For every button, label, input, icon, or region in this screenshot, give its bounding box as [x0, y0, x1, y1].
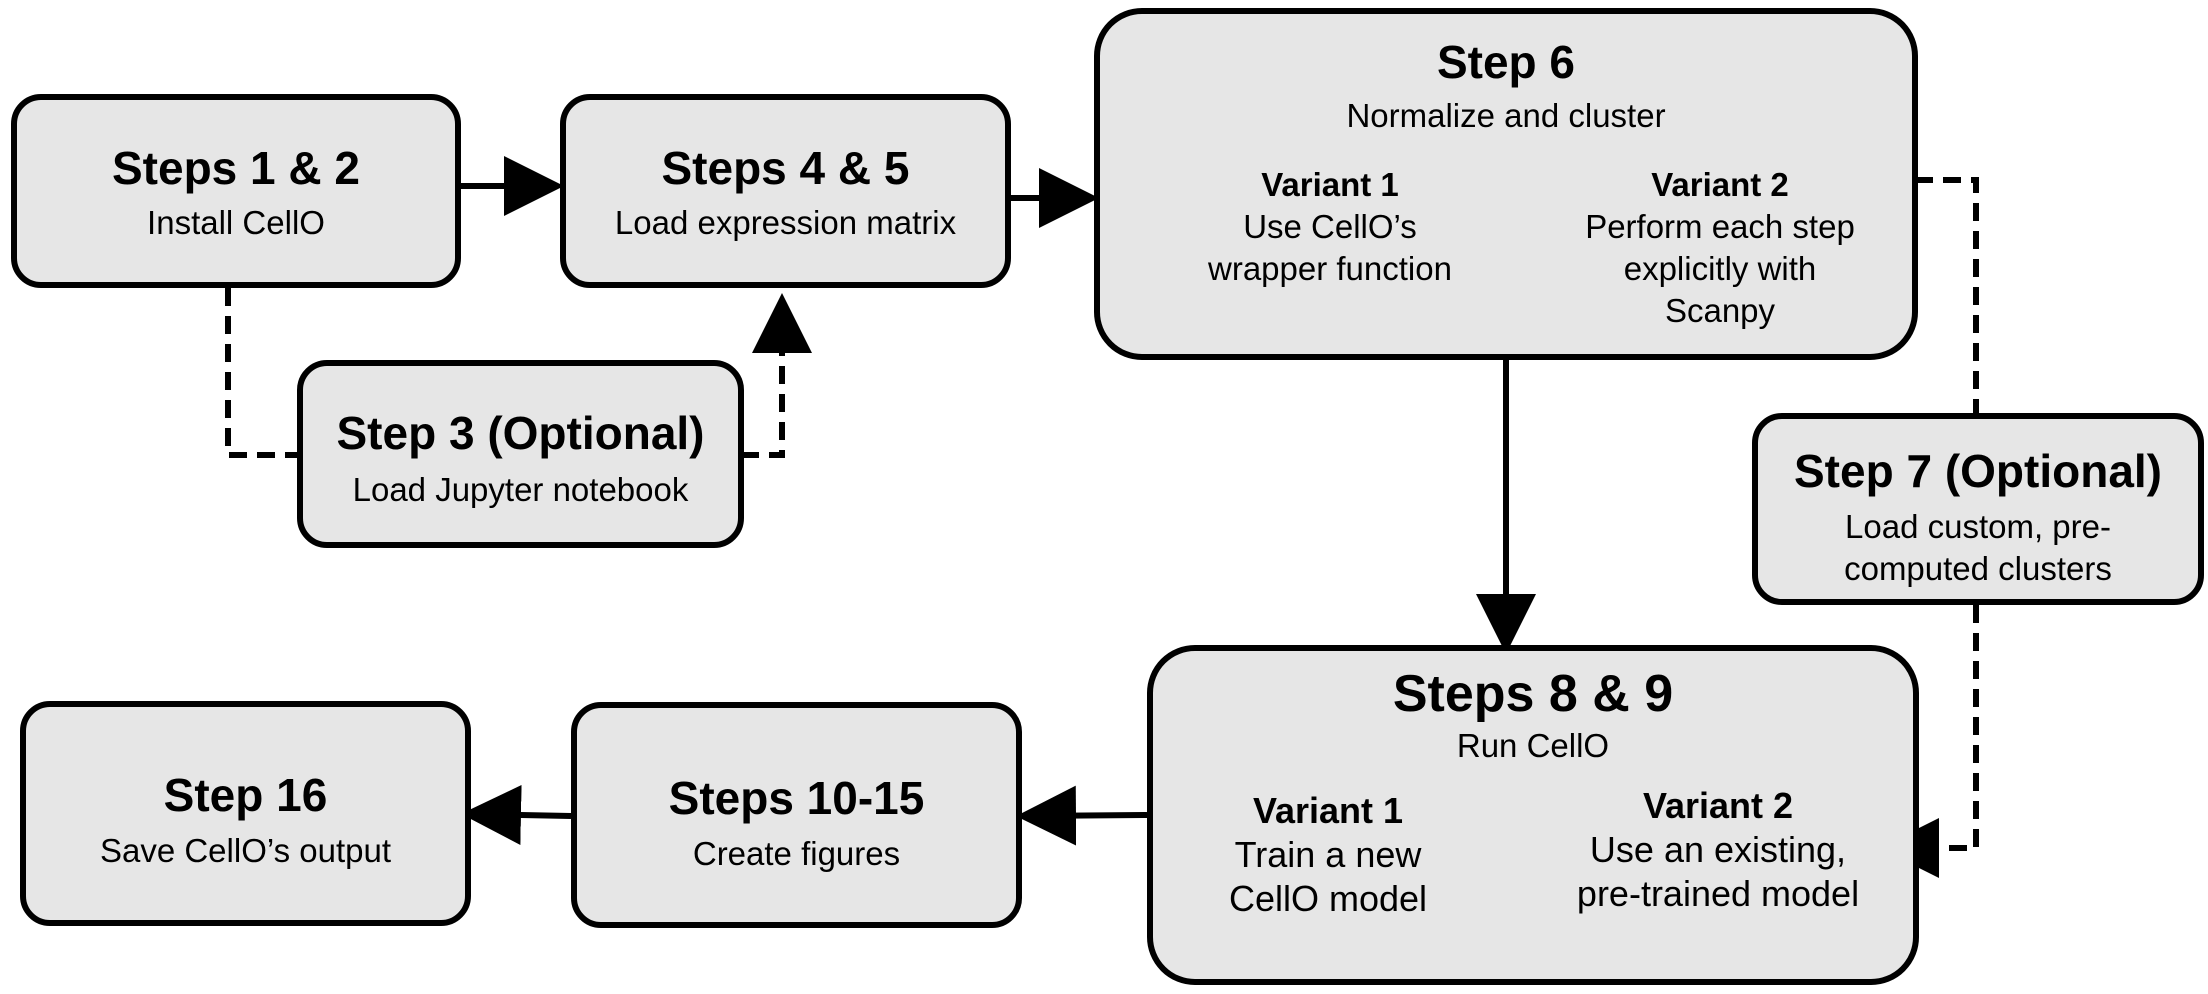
node-steps-10-15-subtitle: Create figures [692, 835, 901, 872]
node-step-6-variant-2-title: Variant 2 [1651, 166, 1789, 203]
node-step-6: Step 6 Normalize and cluster Variant 1 U… [1094, 8, 1918, 360]
node-steps-8-9-title: Steps 8 & 9 [1392, 665, 1674, 723]
node-steps-10-15-title: Steps 10-15 [668, 772, 925, 824]
node-step-6-variant-1: Variant 1 Use CellO’s wrapper function [1120, 164, 1540, 290]
node-step-6-variant-2-line-1: Perform each step [1585, 208, 1855, 245]
node-step-6-variant-2-line-3: Scanpy [1664, 292, 1776, 329]
node-steps-8-9-variant-1-line-1: Train a new [1234, 834, 1422, 875]
node-step-6-variant-2-line-2: explicitly with [1623, 250, 1817, 287]
node-steps-1-2-title: Steps 1 & 2 [112, 142, 360, 194]
edge-step-6-to-step-7 [1915, 177, 1979, 413]
node-steps-8-9: Steps 8 & 9 Run CellO Variant 1 Train a … [1147, 645, 1919, 985]
node-step-16: Step 16 Save CellO’s output [20, 701, 471, 926]
edge-steps-10-15-to-step-16 [461, 785, 572, 846]
edge-steps-8-9-to-steps-10-15 [1016, 785, 1148, 846]
node-step-16-title: Step 16 [163, 769, 328, 821]
node-step-3-title: Step 3 (Optional) [336, 407, 705, 459]
node-step-7-title: Step 7 (Optional) [1794, 445, 2162, 497]
node-step-16-subtitle: Save CellO’s output [99, 832, 392, 869]
node-step-6-variant-1-line-2: wrapper function [1208, 250, 1452, 287]
node-steps-10-15: Steps 10-15 Create figures [571, 702, 1022, 928]
node-step-6-variant-1-line-1: Use CellO’s [1243, 208, 1417, 245]
edge-steps-1-2-to-step-3 [225, 288, 297, 458]
node-steps-8-9-variant-2: Variant 2 Use an existing, pre-trained m… [1533, 784, 1903, 916]
node-steps-4-5-title: Steps 4 & 5 [661, 142, 910, 194]
node-steps-8-9-variant-2-title: Variant 2 [1642, 785, 1794, 826]
node-step-6-variant-2: Variant 2 Perform each step explicitly w… [1530, 164, 1910, 332]
node-step-3-subtitle: Load Jupyter notebook [352, 471, 689, 508]
node-step-6-subtitle: Normalize and cluster [1346, 97, 1666, 134]
node-step-6-title: Step 6 [1436, 36, 1576, 88]
node-steps-8-9-variant-2-line-1: Use an existing, [1589, 829, 1847, 870]
node-steps-8-9-variant-1-title: Variant 1 [1252, 790, 1404, 831]
node-step-7-line-1: Load custom, pre- [1845, 508, 2111, 545]
node-steps-1-2: Steps 1 & 2 Install CellO [11, 94, 461, 288]
node-steps-1-2-subtitle: Install CellO [147, 204, 325, 241]
node-steps-4-5: Steps 4 & 5 Load expression matrix [560, 94, 1011, 288]
node-steps-4-5-subtitle: Load expression matrix [614, 204, 957, 241]
node-step-7-line-2: computed clusters [1844, 550, 2112, 587]
node-steps-8-9-subtitle: Run CellO [1456, 727, 1610, 764]
node-step-7: Step 7 (Optional) Load custom, pre- comp… [1752, 413, 2204, 605]
edge-step-3-to-steps-4-5 [741, 293, 812, 458]
node-step-3: Step 3 (Optional) Load Jupyter notebook [297, 360, 744, 548]
node-steps-8-9-variant-1: Variant 1 Train a new CellO model [1178, 789, 1478, 921]
node-steps-8-9-variant-2-line-2: pre-trained model [1576, 873, 1860, 914]
node-step-6-variant-1-title: Variant 1 [1261, 166, 1399, 203]
node-steps-8-9-variant-1-line-2: CellO model [1228, 878, 1428, 919]
